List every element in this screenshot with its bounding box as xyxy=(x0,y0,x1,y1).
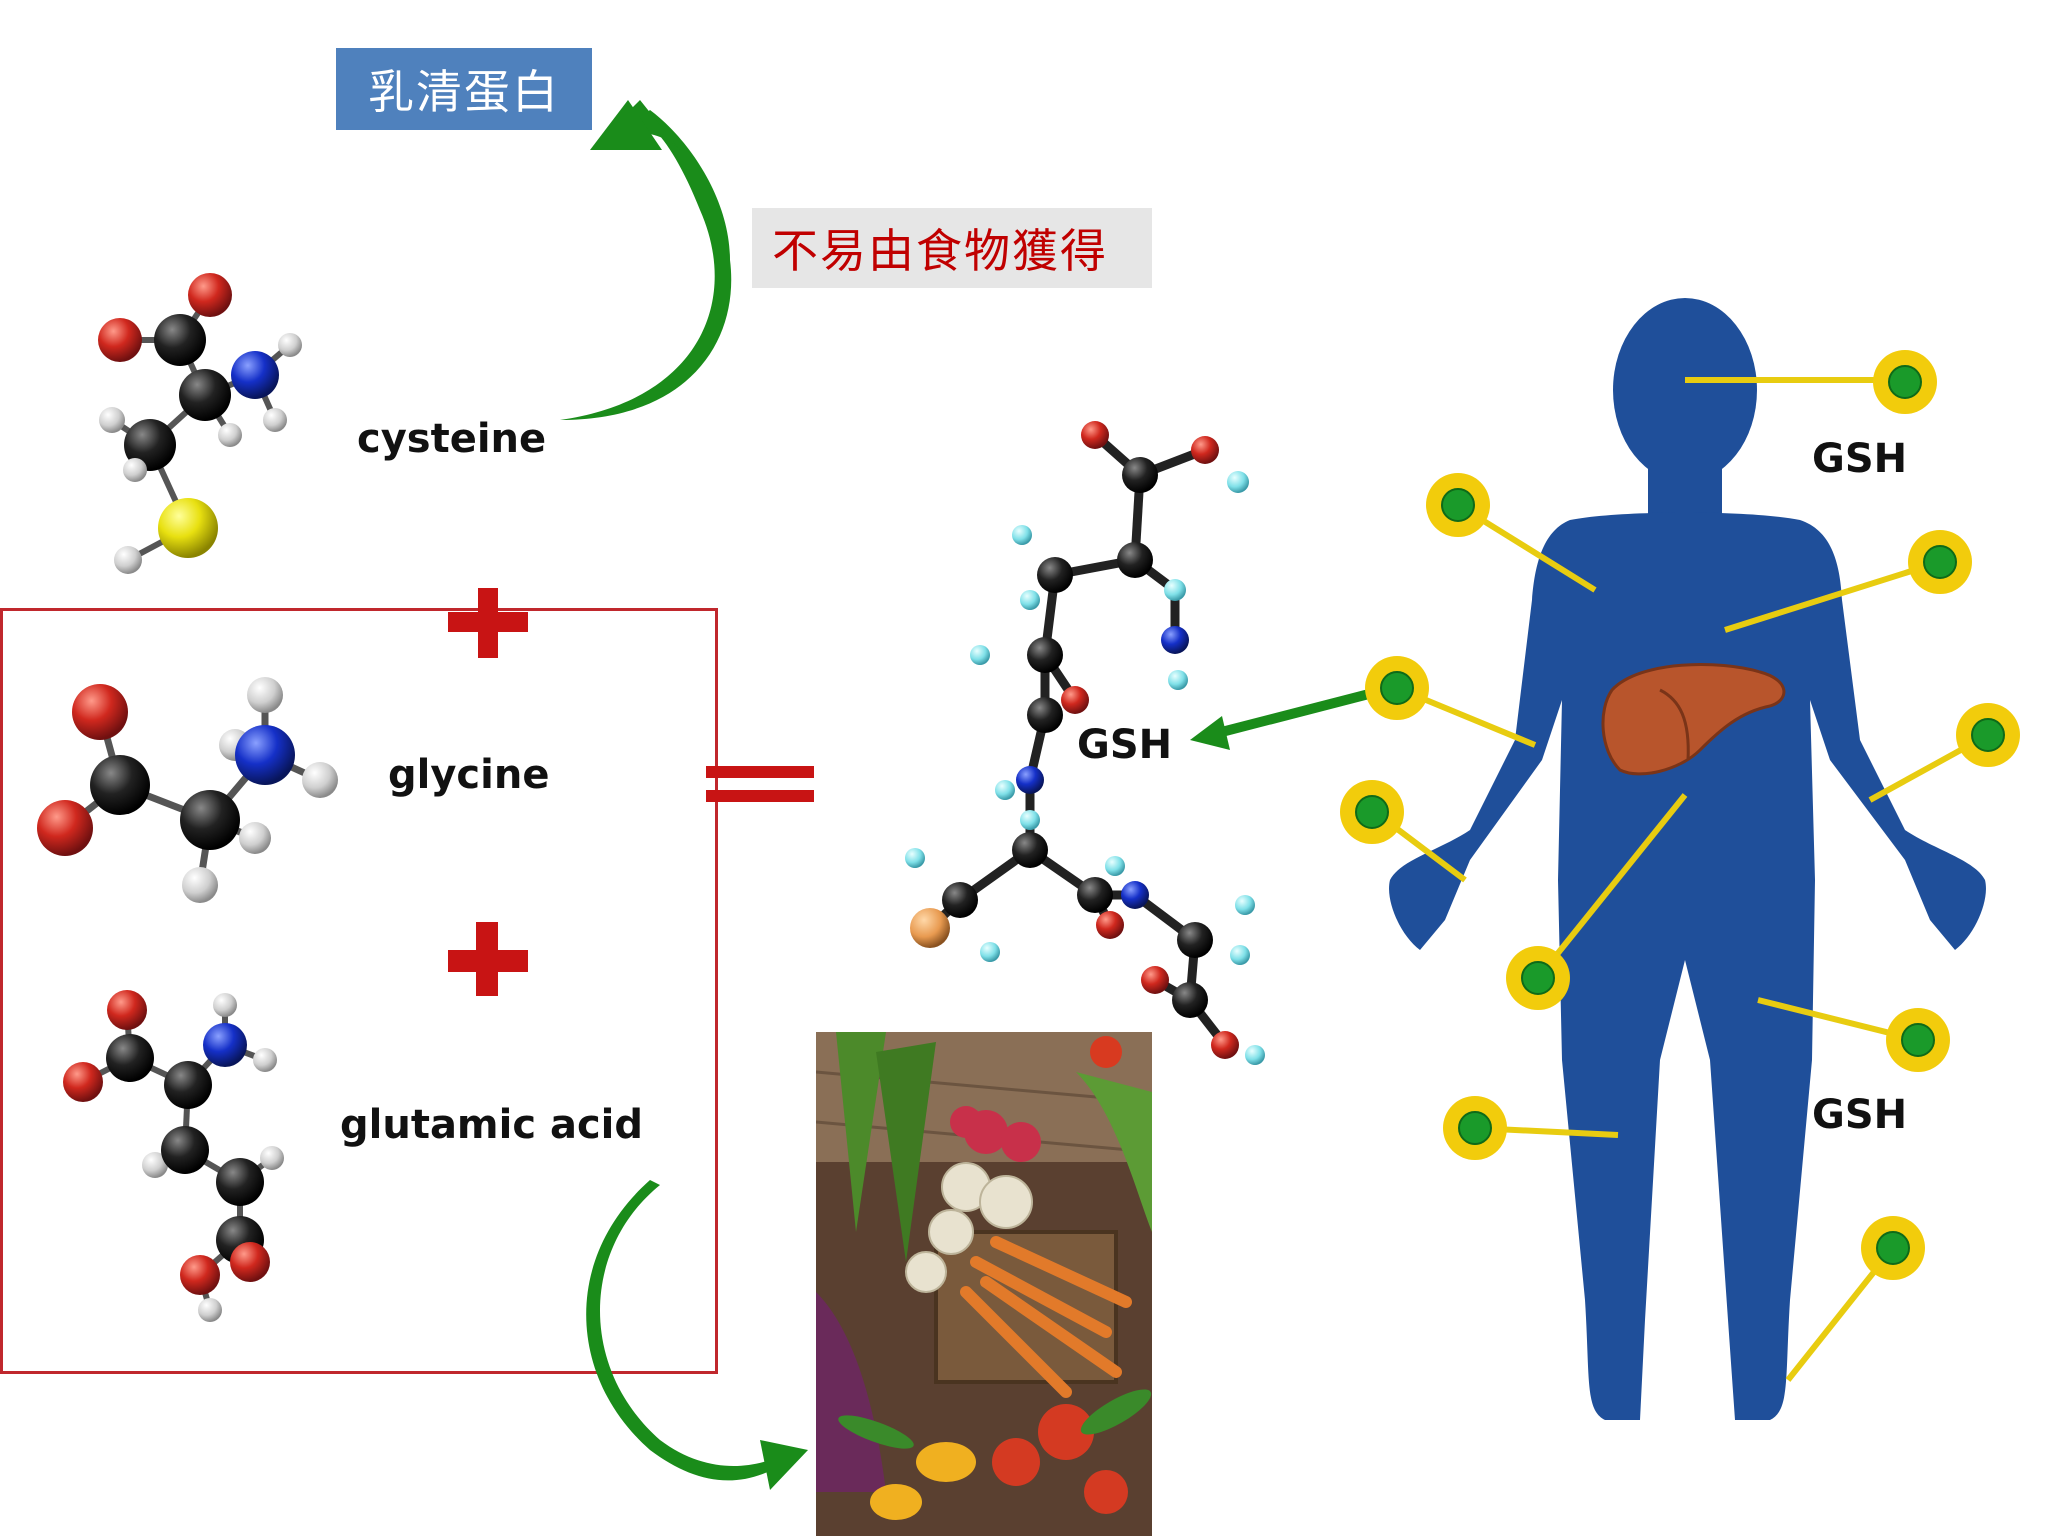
gsh-body-label-upper: GSH xyxy=(1812,436,1908,482)
equals-sign xyxy=(706,766,814,802)
gsh-atoms xyxy=(905,421,1265,1065)
gsh-marker-dots xyxy=(1340,350,2020,1280)
liver-icon xyxy=(1601,663,1786,776)
cysteine-label: cysteine xyxy=(357,416,547,462)
vegetables-photo xyxy=(816,1032,1152,1536)
hard-to-obtain-note: 不易由食物獲得 xyxy=(772,224,1108,278)
note-background xyxy=(752,208,1152,288)
glycine-atoms xyxy=(37,677,338,903)
glycine-label: glycine xyxy=(388,752,550,798)
cysteine-atoms xyxy=(98,273,302,574)
curved-arrow-down xyxy=(586,1180,808,1490)
glutamic-acid-label: glutamic acid xyxy=(340,1102,644,1148)
whey-protein-label: 乳清蛋白 xyxy=(336,48,592,130)
glutamic-acid-atoms xyxy=(63,990,284,1322)
plus-sign-top xyxy=(448,588,528,658)
amino-acid-frame xyxy=(0,608,718,1374)
curved-arrow-up xyxy=(560,100,732,420)
gsh-body-label-lower: GSH xyxy=(1812,1092,1908,1138)
human-body-silhouette xyxy=(1389,298,1986,1420)
gsh-molecule-label: GSH xyxy=(1077,722,1173,768)
plus-sign-bottom xyxy=(448,922,528,996)
